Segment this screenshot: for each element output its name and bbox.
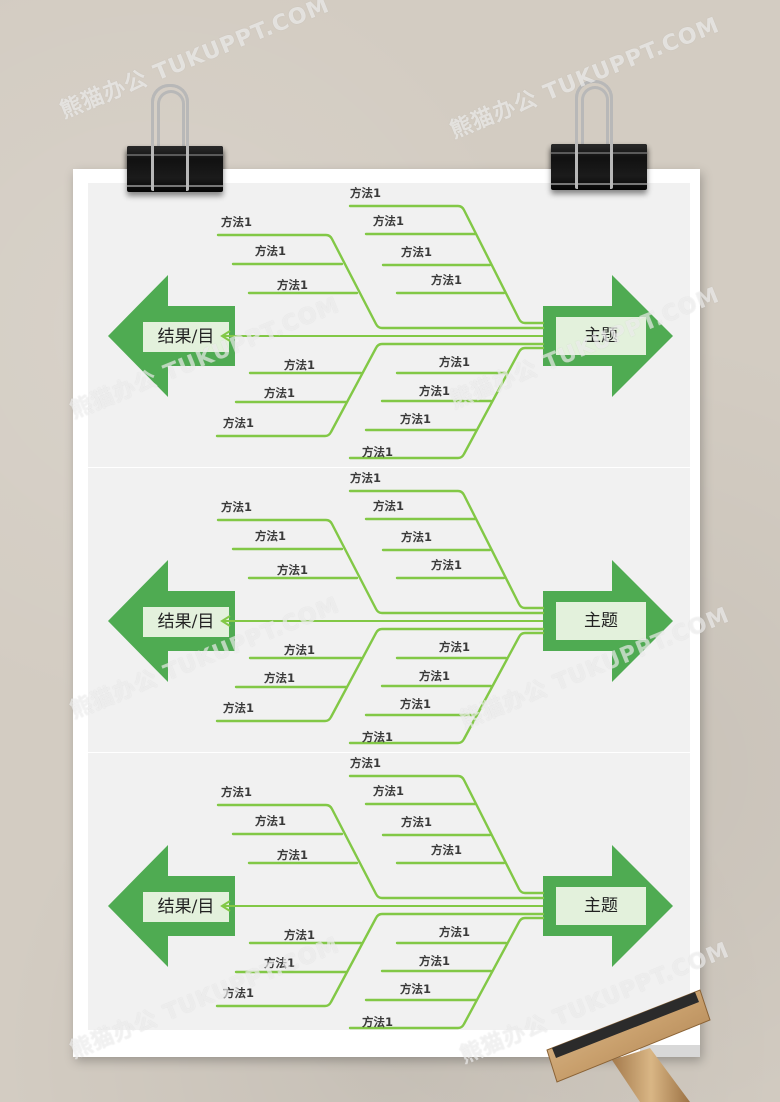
topic-label-box <box>556 317 646 355</box>
method-label: 方法1 <box>277 278 309 292</box>
method-label: 方法1 <box>221 215 253 229</box>
method-label: 方法1 <box>419 954 451 968</box>
spine-arrowhead <box>220 330 231 342</box>
bone-lower-right <box>348 631 545 745</box>
spine-arrowhead <box>220 615 231 627</box>
method-label: 方法1 <box>362 730 394 744</box>
result-label-box <box>143 322 229 352</box>
method-label: 方法1 <box>223 986 255 1000</box>
method-label: 方法1 <box>223 416 255 430</box>
fishbone-diagram-3: 结果/目 主题 方法1 方法1 方法1 方法1 方法1 方法1 方法1 方法1 … <box>0 753 780 1043</box>
method-label: 方法1 <box>284 358 316 372</box>
method-label: 方法1 <box>255 529 287 543</box>
bone-upper-right <box>348 204 545 325</box>
topic-label-box <box>556 887 646 925</box>
method-label: 方法1 <box>401 245 433 259</box>
method-label: 方法1 <box>362 445 394 459</box>
method-label: 方法1 <box>401 530 433 544</box>
result-label-box <box>143 892 229 922</box>
fishbone-lines <box>108 204 673 460</box>
topic-label: 主题 <box>584 611 618 631</box>
method-label: 方法1 <box>362 1015 394 1029</box>
method-label: 方法1 <box>439 925 471 939</box>
method-label: 方法1 <box>255 814 287 828</box>
fishbone-diagram-1: 结果/目 主题 方法1 方法1 方法1 方法1 方法1 方法1 方法1 方法1 … <box>0 183 780 473</box>
bone-upper-left <box>216 518 545 615</box>
method-label: 方法1 <box>439 640 471 654</box>
method-label: 方法1 <box>373 499 405 513</box>
bone-upper-right <box>348 774 545 895</box>
bone-upper-left <box>216 803 545 900</box>
method-label: 方法1 <box>255 244 287 258</box>
bone-lower-right <box>348 916 545 1030</box>
result-label-box <box>143 607 229 637</box>
topic-label: 主题 <box>584 326 618 346</box>
method-label: 方法1 <box>400 982 432 996</box>
bone-lower-left <box>215 912 545 1008</box>
clip-wire <box>157 90 185 169</box>
method-label: 方法1 <box>401 815 433 829</box>
topic-label: 主题 <box>584 896 618 916</box>
method-label: 方法1 <box>431 558 463 572</box>
method-label: 方法1 <box>221 500 253 514</box>
method-label: 方法1 <box>350 471 382 485</box>
method-label: 方法1 <box>221 785 253 799</box>
bone-lower-left <box>215 627 545 723</box>
clip-wire <box>581 86 609 167</box>
method-label: 方法1 <box>277 848 309 862</box>
method-label: 方法1 <box>284 928 316 942</box>
result-label: 结果/目 <box>157 327 215 347</box>
bone-upper-left <box>216 233 545 330</box>
method-label: 方法1 <box>264 671 296 685</box>
method-label: 方法1 <box>264 956 296 970</box>
bone-upper-right <box>348 489 545 610</box>
method-label: 方法1 <box>264 386 296 400</box>
method-label: 方法1 <box>431 843 463 857</box>
method-label: 方法1 <box>277 563 309 577</box>
method-label: 方法1 <box>350 186 382 200</box>
method-label: 方法1 <box>400 697 432 711</box>
result-label: 结果/目 <box>157 612 215 632</box>
method-label: 方法1 <box>400 412 432 426</box>
fishbone-diagram-2: 结果/目 主题 方法1 方法1 方法1 方法1 方法1 方法1 方法1 方法1 … <box>0 468 780 758</box>
method-label: 方法1 <box>223 701 255 715</box>
fishbone-lines <box>108 489 673 745</box>
result-label: 结果/目 <box>157 897 215 917</box>
topic-label-box <box>556 602 646 640</box>
method-label: 方法1 <box>373 214 405 228</box>
method-label: 方法1 <box>373 784 405 798</box>
fishbone-lines <box>108 774 673 1030</box>
method-label: 方法1 <box>350 756 382 770</box>
method-label: 方法1 <box>284 643 316 657</box>
method-label: 方法1 <box>419 669 451 683</box>
method-label: 方法1 <box>419 384 451 398</box>
bone-lower-right <box>348 346 545 460</box>
spine-arrowhead <box>220 900 231 912</box>
bone-lower-left <box>215 342 545 438</box>
method-label: 方法1 <box>439 355 471 369</box>
method-label: 方法1 <box>431 273 463 287</box>
